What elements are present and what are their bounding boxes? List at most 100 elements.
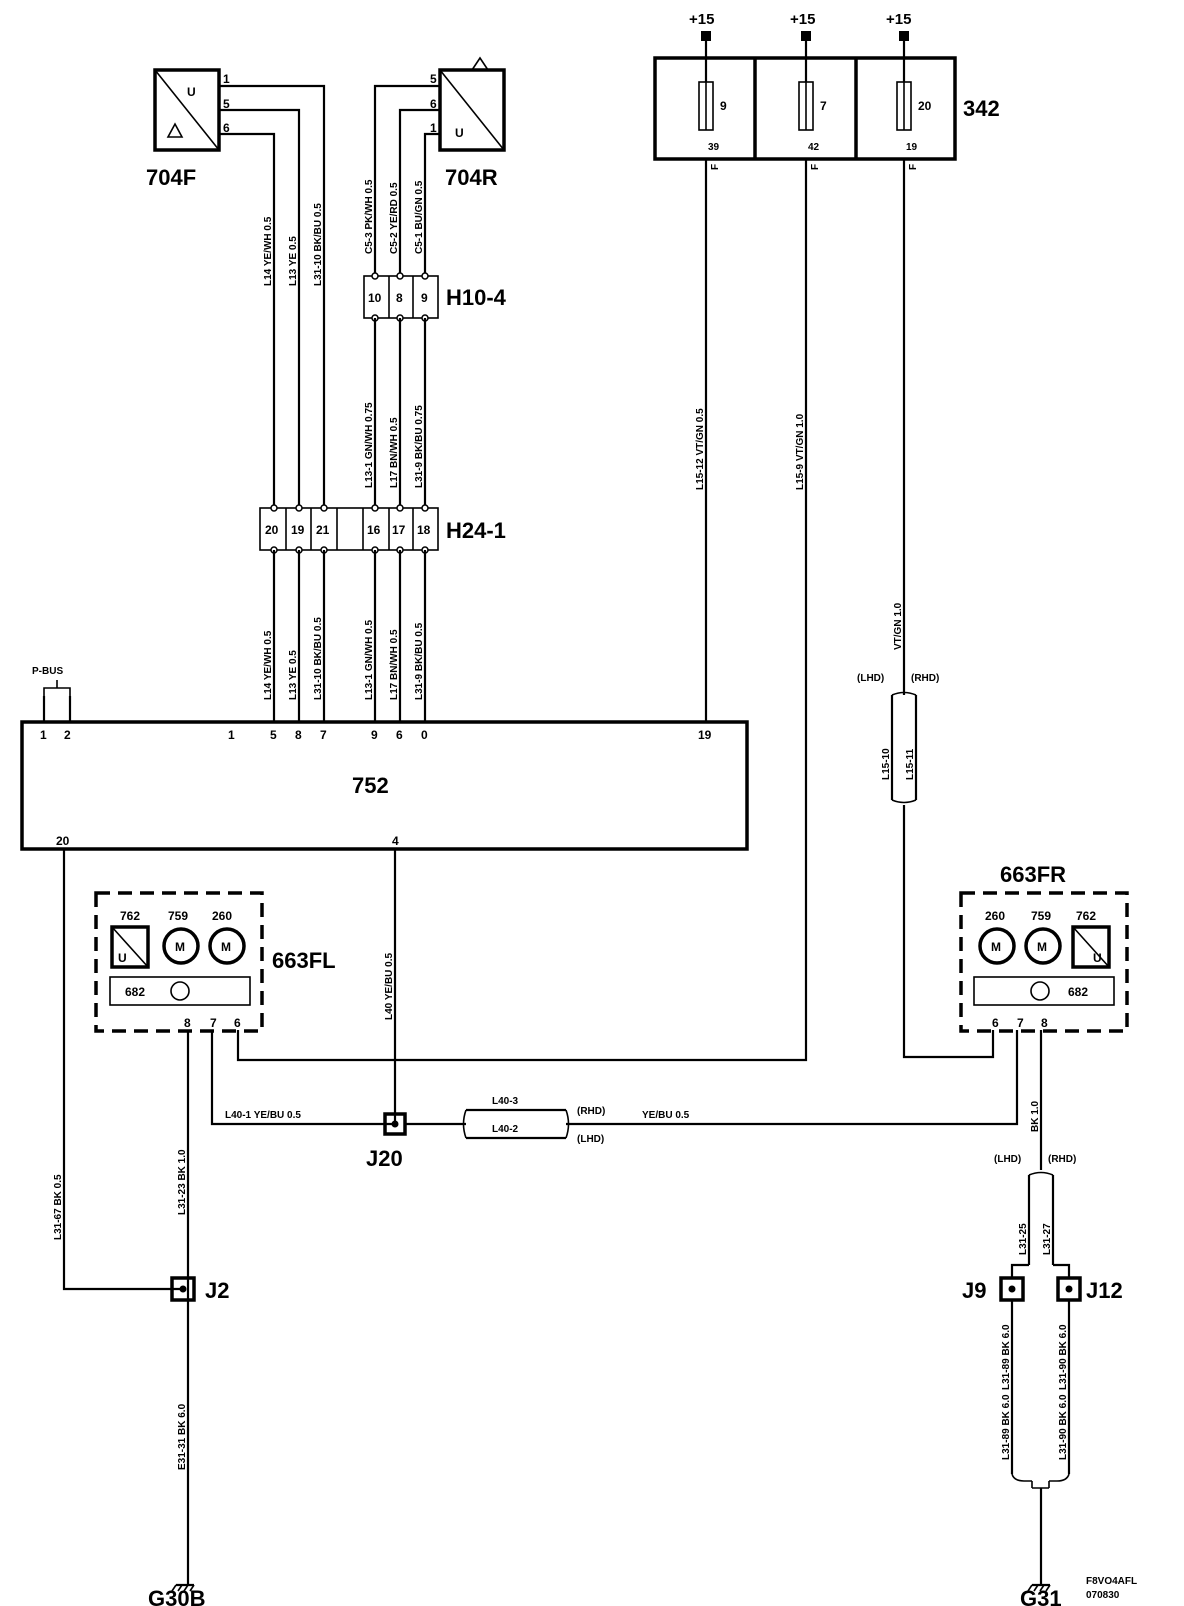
motor-m: M bbox=[221, 940, 231, 954]
splice-label: J12 bbox=[1086, 1278, 1123, 1303]
drawing-date: 070830 bbox=[1086, 1590, 1120, 1601]
wire-label: YE/BU 0.5 bbox=[642, 1110, 690, 1121]
part-number: 759 bbox=[1031, 909, 1051, 923]
wire-label: L31-10 BK/BU 0.5 bbox=[313, 617, 324, 700]
motor-icon bbox=[978, 927, 1016, 965]
fuse-pin: 39 bbox=[708, 142, 720, 153]
sensor-704f-label: 704F bbox=[146, 165, 196, 190]
wire-label: L40-1 YE/BU 0.5 bbox=[225, 1110, 301, 1121]
pin: 1 bbox=[430, 121, 437, 135]
lhd-rhd-split-bottom: (LHD) (RHD) L31-25 L31-27 bbox=[994, 1154, 1076, 1278]
pin: 8 bbox=[1041, 1016, 1048, 1030]
splice-label: J9 bbox=[962, 1278, 986, 1303]
pin: 6 bbox=[430, 97, 437, 111]
motor-icon bbox=[208, 927, 246, 965]
part-number: 260 bbox=[212, 909, 232, 923]
fuse-7: 7 42 F bbox=[798, 81, 827, 170]
pbus: P-BUS bbox=[32, 666, 72, 722]
wire-label: L13 YE 0.5 bbox=[288, 236, 299, 286]
sensor-u: U bbox=[118, 951, 127, 965]
wire-label: VT/GN 1.0 bbox=[893, 602, 904, 650]
pin: 20 bbox=[265, 523, 279, 537]
wire-to-663fr bbox=[902, 805, 995, 1059]
pbus-label: P-BUS bbox=[32, 666, 63, 677]
ground-g31: G31 bbox=[1020, 1583, 1062, 1606]
wire-label: L31-9 BK/BU 0.75 bbox=[414, 405, 425, 488]
pin: 5 bbox=[223, 97, 230, 111]
fuse-9: 9 39 F bbox=[698, 81, 727, 170]
part-number: 759 bbox=[168, 909, 188, 923]
pin: 9 bbox=[371, 728, 378, 742]
pin: 7 bbox=[210, 1016, 217, 1030]
fuse-box-label: 342 bbox=[963, 96, 1000, 121]
pin: 8 bbox=[184, 1016, 191, 1030]
wires-704r bbox=[373, 84, 440, 276]
fuse-f: F bbox=[908, 164, 919, 170]
wire-label: L13-1 GN/WH 0.75 bbox=[364, 402, 375, 488]
rhd-label: (RHD) bbox=[1048, 1154, 1076, 1165]
wire-label: L31-89 BK 6.0 bbox=[1001, 1324, 1012, 1390]
connector-label: H10-4 bbox=[446, 285, 507, 310]
wire-label: E31-31 BK 6.0 bbox=[177, 1403, 188, 1470]
wire-label: L31-10 BK/BU 0.5 bbox=[313, 203, 324, 286]
pin: 1 bbox=[223, 72, 230, 86]
wires-h10-h24 bbox=[373, 318, 427, 508]
pin: 8 bbox=[396, 291, 403, 305]
pin: 20 bbox=[56, 834, 70, 848]
fuse-pin: 19 bbox=[906, 142, 918, 153]
wire-label: BK 1.0 bbox=[1030, 1100, 1041, 1132]
wires-to-g31 bbox=[1010, 1300, 1071, 1584]
wire-label: C5-1 BU/GN 0.5 bbox=[414, 180, 425, 254]
part-number: 260 bbox=[985, 909, 1005, 923]
wire-label: L15-11 bbox=[905, 748, 916, 780]
fuse-pin: 42 bbox=[808, 142, 820, 153]
wire-label: L40 YE/BU 0.5 bbox=[384, 952, 395, 1020]
motor-unit-label: 663FR bbox=[1000, 862, 1066, 887]
ground-label: G31 bbox=[1020, 1586, 1062, 1606]
lhd-label: (LHD) bbox=[857, 673, 884, 684]
wire-label: L31-25 bbox=[1018, 1223, 1029, 1255]
fuse-f: F bbox=[810, 164, 821, 170]
pin: 16 bbox=[367, 523, 381, 537]
motor-unit-663fl: 663FL 762 759 260 U M M 682 8 7 6 bbox=[94, 891, 336, 1033]
wire-label: L31-90 BK 6.0 bbox=[1058, 1394, 1069, 1460]
pin: 1 bbox=[228, 728, 235, 742]
wire-label: L31-23 BK 1.0 bbox=[177, 1149, 188, 1215]
pin: 19 bbox=[698, 728, 712, 742]
wire-label: L31-90 BK 6.0 bbox=[1058, 1324, 1069, 1390]
pin: 5 bbox=[270, 728, 277, 742]
pin: 4 bbox=[392, 834, 399, 848]
lhd-rhd-split-top: (LHD) (RHD) L15-10 L15-11 bbox=[857, 673, 939, 804]
sensor-u: U bbox=[1093, 951, 1102, 965]
splice-j12: J12 bbox=[1056, 1276, 1123, 1303]
part-number: 762 bbox=[120, 909, 140, 923]
ground-g30b: G30B bbox=[148, 1583, 205, 1606]
motor-m: M bbox=[1037, 940, 1047, 954]
wire-label: L14 YE/WH 0.5 bbox=[263, 630, 274, 700]
supply-label: +15 bbox=[790, 11, 815, 28]
pin: 10 bbox=[368, 291, 382, 305]
wire-label: L17 BN/WH 0.5 bbox=[389, 629, 400, 700]
pin: 5 bbox=[430, 72, 437, 86]
pin: 9 bbox=[421, 291, 428, 305]
connector-h10-4: 10 8 9 H10-4 bbox=[363, 272, 507, 322]
wire-l31-67 bbox=[62, 849, 180, 1291]
pot-label: 682 bbox=[125, 985, 145, 999]
motor-unit-663fr: 663FR 260 759 762 M M U 682 6 7 8 bbox=[959, 862, 1129, 1033]
sensor-triangle-icon bbox=[471, 56, 489, 71]
wire-label: L15-9 VT/GN 1.0 bbox=[795, 413, 806, 490]
wire-label: L31-89 BK 6.0 bbox=[1001, 1394, 1012, 1460]
wire-label: L17 BN/WH 0.5 bbox=[389, 417, 400, 488]
lhd-label: (LHD) bbox=[994, 1154, 1021, 1165]
wire-label: L15-10 bbox=[881, 748, 892, 780]
potentiometer-icon bbox=[170, 981, 190, 1001]
wire-label: L31-9 BK/BU 0.5 bbox=[414, 622, 425, 700]
lhd-label: (LHD) bbox=[577, 1134, 604, 1145]
ecu-752: 752 1 2 1 5 8 7 9 6 0 19 20 4 bbox=[20, 720, 749, 851]
sensor-u: U bbox=[455, 126, 464, 140]
pin: 18 bbox=[417, 523, 431, 537]
pin: 0 bbox=[421, 728, 428, 742]
sensor-704r-label: 704R bbox=[445, 165, 498, 190]
wire-label: L15-12 VT/GN 0.5 bbox=[695, 408, 706, 490]
